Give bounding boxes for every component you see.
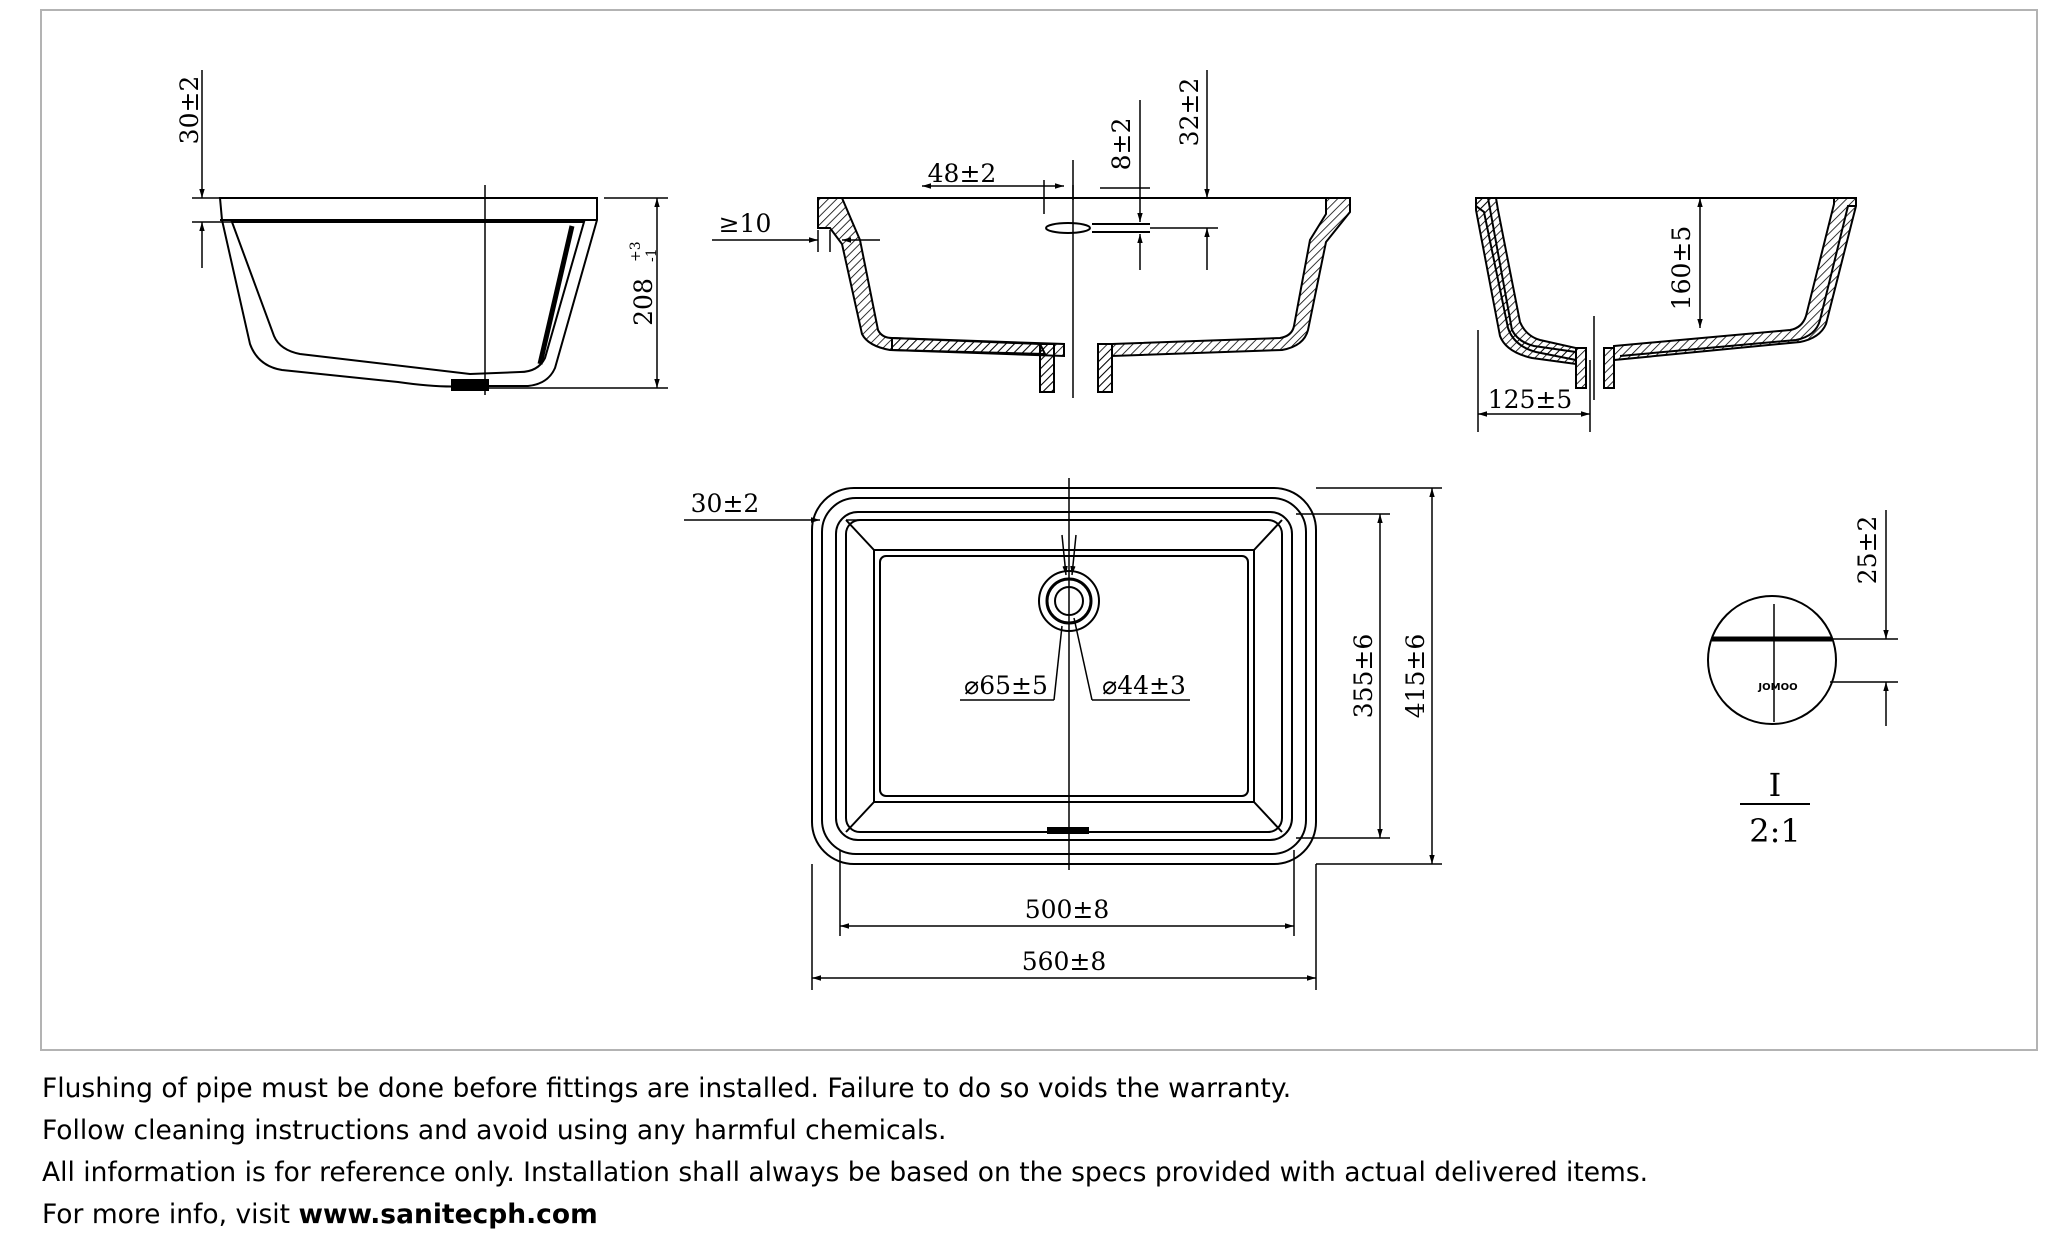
side-view-left-outline xyxy=(218,197,598,388)
note-flushing: Flushing of pipe must be done before fit… xyxy=(42,1073,1292,1104)
dim-overflow-height: 8±2 xyxy=(1107,118,1136,171)
note-more-info: For more info, visit www.sanitecph.com xyxy=(42,1194,2002,1236)
dim-top-rim-thickness: 30±2 xyxy=(691,489,760,518)
side-section-view xyxy=(1475,197,1857,432)
side-view-left-inner xyxy=(230,221,586,376)
note-more-info-prefix: For more info, visit xyxy=(42,1199,299,1230)
svg-text:-1: -1 xyxy=(644,248,660,262)
dim-outer-length: 415±6 xyxy=(1401,634,1430,719)
detail-logo: JOMOO xyxy=(1757,682,1797,693)
dim-front-rim-thickness: 32±2 xyxy=(1175,78,1204,147)
dim-overflow-offset: 48±2 xyxy=(928,159,997,188)
top-view xyxy=(684,478,1442,990)
dim-min-distance: ≥10 xyxy=(719,209,772,238)
svg-text:+3: +3 xyxy=(628,241,644,262)
dim-inner-depth: 160±5 xyxy=(1667,226,1696,311)
dim-outer-width: 560±8 xyxy=(1022,947,1107,976)
detail-scale: 2:1 xyxy=(1749,812,1801,850)
detail-circle xyxy=(1707,595,1837,725)
technical-drawing: 30±2 208 +3 -1 xyxy=(175,70,1898,990)
top-view-outer-rim xyxy=(811,487,1317,865)
dim-detail-thickness: 25±2 xyxy=(1853,516,1882,585)
dim-side-depth: 208 +3 -1 xyxy=(628,241,660,326)
detail-view xyxy=(1707,510,1898,805)
front-left-wall xyxy=(817,197,1047,356)
note-reference: All information is for reference only. I… xyxy=(42,1157,1649,1188)
svg-text:208: 208 xyxy=(629,278,658,326)
dim-inner-width: 500±8 xyxy=(1025,895,1110,924)
front-section-view xyxy=(712,70,1351,398)
dim-drain-outer-dia: ⌀65±5 xyxy=(964,671,1048,700)
side-view-left xyxy=(192,70,668,395)
drawing-frame xyxy=(40,9,2038,1051)
dim-side-rim-thickness: 30±2 xyxy=(175,76,204,145)
front-right-wall xyxy=(1111,197,1351,358)
dim-drain-inner-dia: ⌀44±3 xyxy=(1102,671,1186,700)
dim-inner-length: 355±6 xyxy=(1349,634,1378,719)
detail-label: I xyxy=(1769,766,1782,804)
note-cleaning: Follow cleaning instructions and avoid u… xyxy=(42,1115,947,1146)
dim-drain-offset: 125±5 xyxy=(1488,385,1573,414)
notes-section: Flushing of pipe must be done before fit… xyxy=(42,1068,2002,1236)
website-link[interactable]: www.sanitecph.com xyxy=(298,1199,598,1230)
